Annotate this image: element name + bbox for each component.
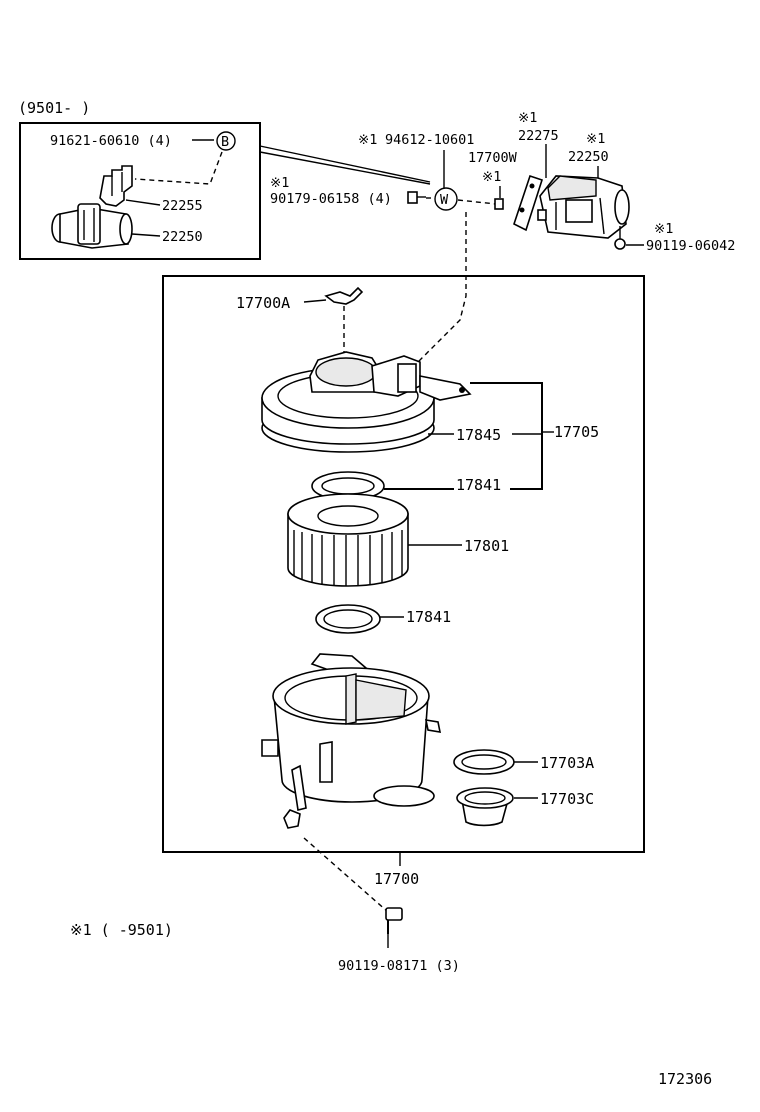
part-17700w: 17700W: [468, 150, 518, 166]
gasket-17700w-icon: [494, 198, 504, 210]
part-17700: 17700: [374, 870, 419, 888]
note-94612: ※1: [358, 132, 377, 148]
part-22255: 22255: [162, 198, 203, 214]
leader-22250-inset: [131, 233, 161, 237]
marker-w: W: [440, 192, 449, 208]
note-22275: ※1: [518, 110, 537, 126]
inset-frame: [19, 122, 261, 260]
bolt-90119-top-icon: [614, 226, 626, 250]
note-22250-top: ※1: [586, 131, 605, 147]
cup-17703c-icon: [456, 787, 514, 827]
part-17705: 17705: [554, 423, 599, 441]
inset-connector: [259, 145, 431, 183]
part-17801: 17801: [464, 537, 509, 555]
blower-motor-assy-17705-icon: [261, 351, 472, 453]
part-90119-06042: 90119-06042: [646, 238, 735, 254]
marker-w-icon: [434, 187, 458, 211]
part-17841-upper: 17841: [456, 476, 501, 494]
marker-b: B: [221, 134, 229, 150]
note-17700w: ※1: [482, 169, 501, 185]
dash-w-gasket: [457, 199, 497, 205]
fan-17801-icon: [287, 493, 409, 587]
main-frame: [162, 275, 645, 853]
leader-22255: [125, 199, 161, 206]
part-90119-08171: 90119-08171 (3): [338, 958, 460, 974]
leader-17700a: [303, 299, 327, 303]
part-91621-60610: 91621-60610 (4): [50, 133, 172, 149]
part-17700a: 17700A: [236, 294, 290, 312]
part-17703a: 17703A: [540, 754, 594, 772]
marker-b-icon: [216, 131, 236, 151]
note-90179: ※1: [270, 175, 289, 191]
part-22250-inset: 22250: [162, 229, 203, 245]
blower-case-17700-icon: [261, 653, 442, 829]
part-17841-lower: 17841: [406, 608, 451, 626]
dash-w-down: [413, 212, 467, 367]
bolt-90119-bottom-icon: [385, 907, 403, 934]
ring-17841-upper-icon: [311, 471, 385, 501]
part-94612-10601: 94612-10601: [385, 132, 474, 148]
bracket-22255-icon: [99, 165, 133, 207]
inset-connector-2: [259, 151, 431, 185]
air-flow-meter-inset-icon: [51, 203, 133, 249]
gasket-plate-22275-icon: [513, 174, 544, 232]
clip-17700a-icon: [324, 286, 364, 305]
part-22250-top: 22250: [568, 149, 609, 165]
dashed-leader-b: [134, 151, 223, 185]
nut-90179-icon: [407, 191, 426, 204]
note-90119-top: ※1: [654, 221, 673, 237]
part-17703c: 17703C: [540, 790, 594, 808]
dash-bolt-bottom: [303, 837, 389, 913]
ring-17841-lower-icon: [315, 604, 381, 634]
part-22275: 22275: [518, 128, 559, 144]
part-90179-06158: 90179-06158 (4): [270, 191, 392, 207]
ring-17703a-icon: [453, 749, 515, 775]
part-17845: 17845: [456, 426, 501, 444]
air-flow-meter-top-icon: [537, 175, 630, 239]
inset-date-range: (9501- ): [18, 99, 90, 117]
figure-number: 172306: [658, 1070, 712, 1088]
footnote-range: ※1 ( -9501): [70, 921, 173, 939]
bracket-17705: [470, 382, 543, 490]
